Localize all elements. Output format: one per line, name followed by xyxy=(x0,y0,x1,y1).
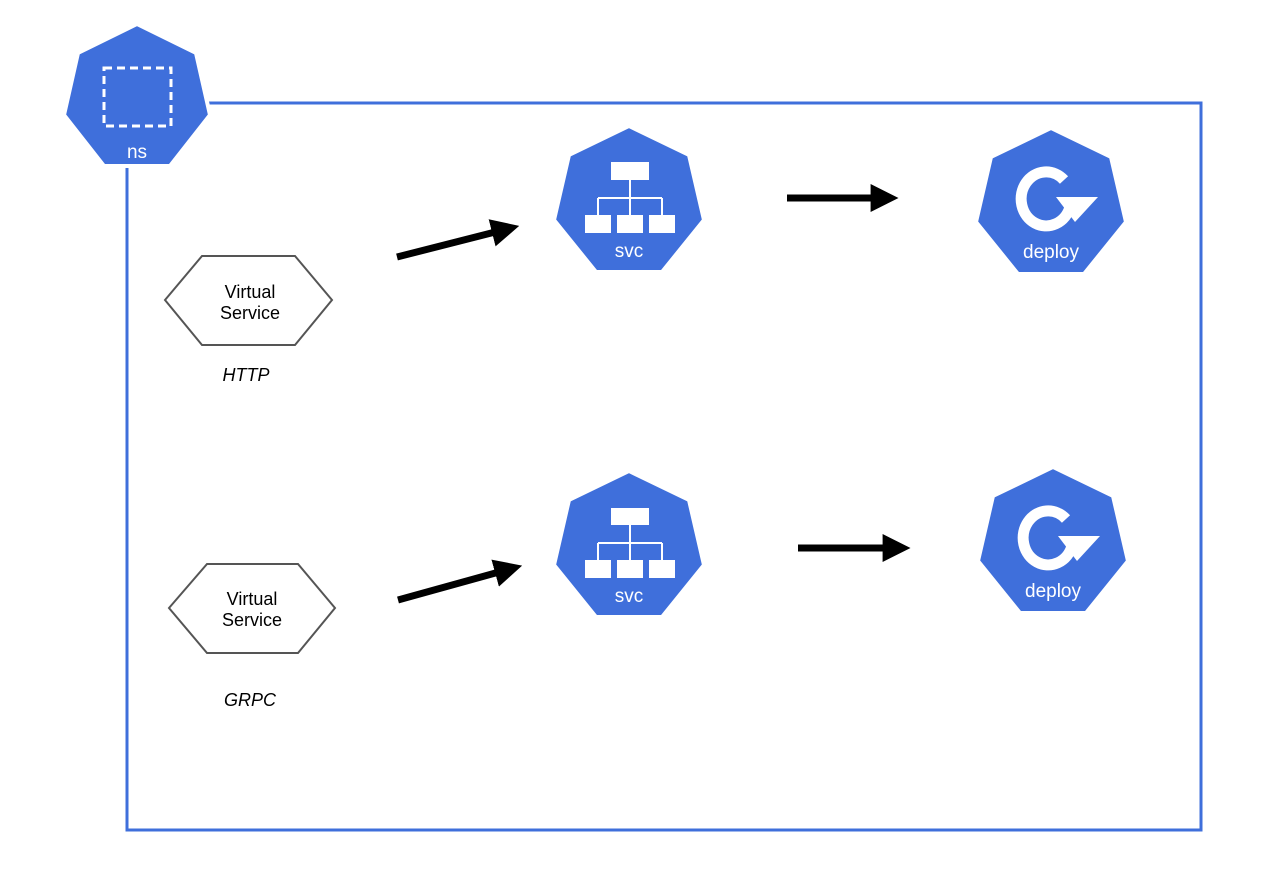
hierarchy-icon xyxy=(585,162,675,233)
service-label: svc xyxy=(615,241,644,262)
refresh-arrow-head-icon xyxy=(1056,197,1098,222)
virtual-service-grpc[interactable]: Virtual Service xyxy=(167,563,337,654)
service-icon-grpc[interactable]: svc xyxy=(552,469,706,619)
virtual-service-shape xyxy=(163,255,334,346)
virtual-service-label-line1: Virtual xyxy=(225,282,276,302)
namespace-boundary xyxy=(125,101,1203,832)
arrow-vs-to-svc-http xyxy=(396,219,520,261)
namespace-dashed-box-icon xyxy=(102,66,173,128)
refresh-arrow-icon xyxy=(1015,166,1076,232)
virtual-service-label-line1: Virtual xyxy=(227,589,278,609)
refresh-arrow-head-icon xyxy=(1058,536,1100,561)
virtual-service-http[interactable]: Virtual Service xyxy=(163,255,334,346)
virtual-service-label-line2: Service xyxy=(220,303,280,323)
service-label: svc xyxy=(615,586,644,607)
deployment-label: deploy xyxy=(1023,242,1079,263)
refresh-arrow-icon xyxy=(1017,505,1078,571)
deployment-heptagon xyxy=(976,465,1130,615)
service-icon-http[interactable]: svc xyxy=(552,124,706,274)
deployment-icon-grpc[interactable]: deploy xyxy=(976,465,1130,615)
hierarchy-icon xyxy=(585,508,675,578)
namespace-label: ns xyxy=(127,142,147,163)
namespace-heptagon xyxy=(62,22,212,168)
deployment-label: deploy xyxy=(1025,581,1081,602)
namespace-icon[interactable]: ns xyxy=(62,22,212,168)
deployment-icon-http[interactable]: deploy xyxy=(974,126,1128,276)
arrow-vs-to-svc-grpc xyxy=(397,559,523,604)
virtual-service-shape xyxy=(167,563,337,654)
virtual-service-label-line2: Service xyxy=(222,610,282,630)
deployment-heptagon xyxy=(974,126,1128,276)
protocol-label-http: HTTP xyxy=(223,365,270,385)
protocol-label-grpc: GRPC xyxy=(224,690,277,710)
